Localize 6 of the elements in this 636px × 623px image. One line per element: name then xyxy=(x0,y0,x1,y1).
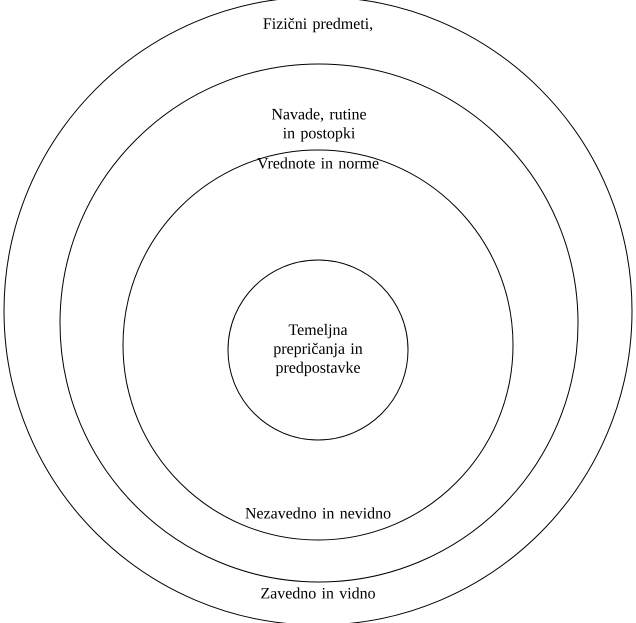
ring-label: Fizični predmeti, xyxy=(263,18,372,32)
ring-label: Temeljna prepričanja in predpostavke xyxy=(274,324,362,376)
ring-label: Navade, rutine in postopki xyxy=(272,108,366,142)
ring-label: Nezavedno in nevidno xyxy=(245,507,390,519)
ring-label: Zavedno in vidno xyxy=(261,587,375,599)
ring-label: Vrednote in norme xyxy=(257,157,378,169)
